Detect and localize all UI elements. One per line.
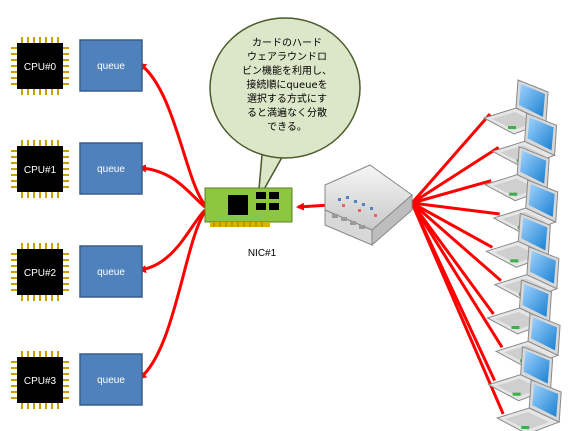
queue-label-2: queue xyxy=(97,267,125,278)
callout-line-6: できる。 xyxy=(267,121,307,133)
cpu-label-0: CPU#0 xyxy=(24,62,57,73)
cpu-0-group: CPU#0 queue xyxy=(11,37,143,95)
client-line-0 xyxy=(410,113,492,204)
queue-label-3: queue xyxy=(97,375,125,386)
laptop-icon xyxy=(485,212,551,268)
client-line-9 xyxy=(410,202,505,415)
arrow-to-queue-1 xyxy=(138,164,206,209)
nic-card xyxy=(204,187,293,227)
callout-line-5: ると満遍なく分散 xyxy=(247,106,327,119)
client-line-4 xyxy=(411,201,494,249)
cpu-2-group: CPU#2 queue xyxy=(11,243,143,301)
cpu-label-2: CPU#2 xyxy=(24,268,57,279)
laptop-icon xyxy=(495,379,562,431)
callout-line-1: ウェアラウンドロ xyxy=(247,51,327,63)
client-line-7 xyxy=(410,202,504,349)
queue-label-1: queue xyxy=(97,164,125,175)
arrow-to-queue-3 xyxy=(138,211,207,380)
callout-line-0: カードのハード xyxy=(252,37,322,49)
network-hub xyxy=(324,164,413,247)
cpu-label-3: CPU#3 xyxy=(24,376,57,387)
callout-line-2: ビン機能を利用し、 xyxy=(242,64,332,77)
cpu-chip-1 xyxy=(11,140,69,198)
queue-box-3 xyxy=(79,353,143,406)
cpu-chip-2 xyxy=(11,243,69,301)
client-line-6 xyxy=(410,202,495,315)
cpu-label-1: CPU#1 xyxy=(24,165,57,176)
laptop-icon xyxy=(486,279,552,335)
queue-label-0: queue xyxy=(97,61,125,72)
client-line-2 xyxy=(411,179,492,205)
cpu-chip-0 xyxy=(11,37,69,95)
cpu-3-group: CPU#3 queue xyxy=(11,351,143,409)
client-laptops xyxy=(482,79,562,431)
nic-label: NIC#1 xyxy=(248,248,277,259)
queue-box-1 xyxy=(79,142,143,195)
arrow-to-queue-0 xyxy=(138,62,207,206)
client-connection-lines xyxy=(410,113,505,415)
client-line-1 xyxy=(411,146,500,205)
queue-arrows xyxy=(138,62,207,380)
client-line-3 xyxy=(411,201,500,216)
client-line-5 xyxy=(411,201,502,282)
cpu-chip-3 xyxy=(11,351,69,409)
queue-box-2 xyxy=(79,245,143,298)
arrow-to-queue-2 xyxy=(138,208,207,274)
queue-box-0 xyxy=(79,39,143,92)
callout-line-4: 選択する方式にす xyxy=(247,92,327,105)
callout-bubble: カードのハード ウェアラウンドロ ビン機能を利用し、 接続順にqueueを 選択… xyxy=(209,17,361,201)
cpu-1-group: CPU#1 queue xyxy=(11,140,143,198)
callout-line-3: 接続順にqueueを xyxy=(246,78,327,91)
